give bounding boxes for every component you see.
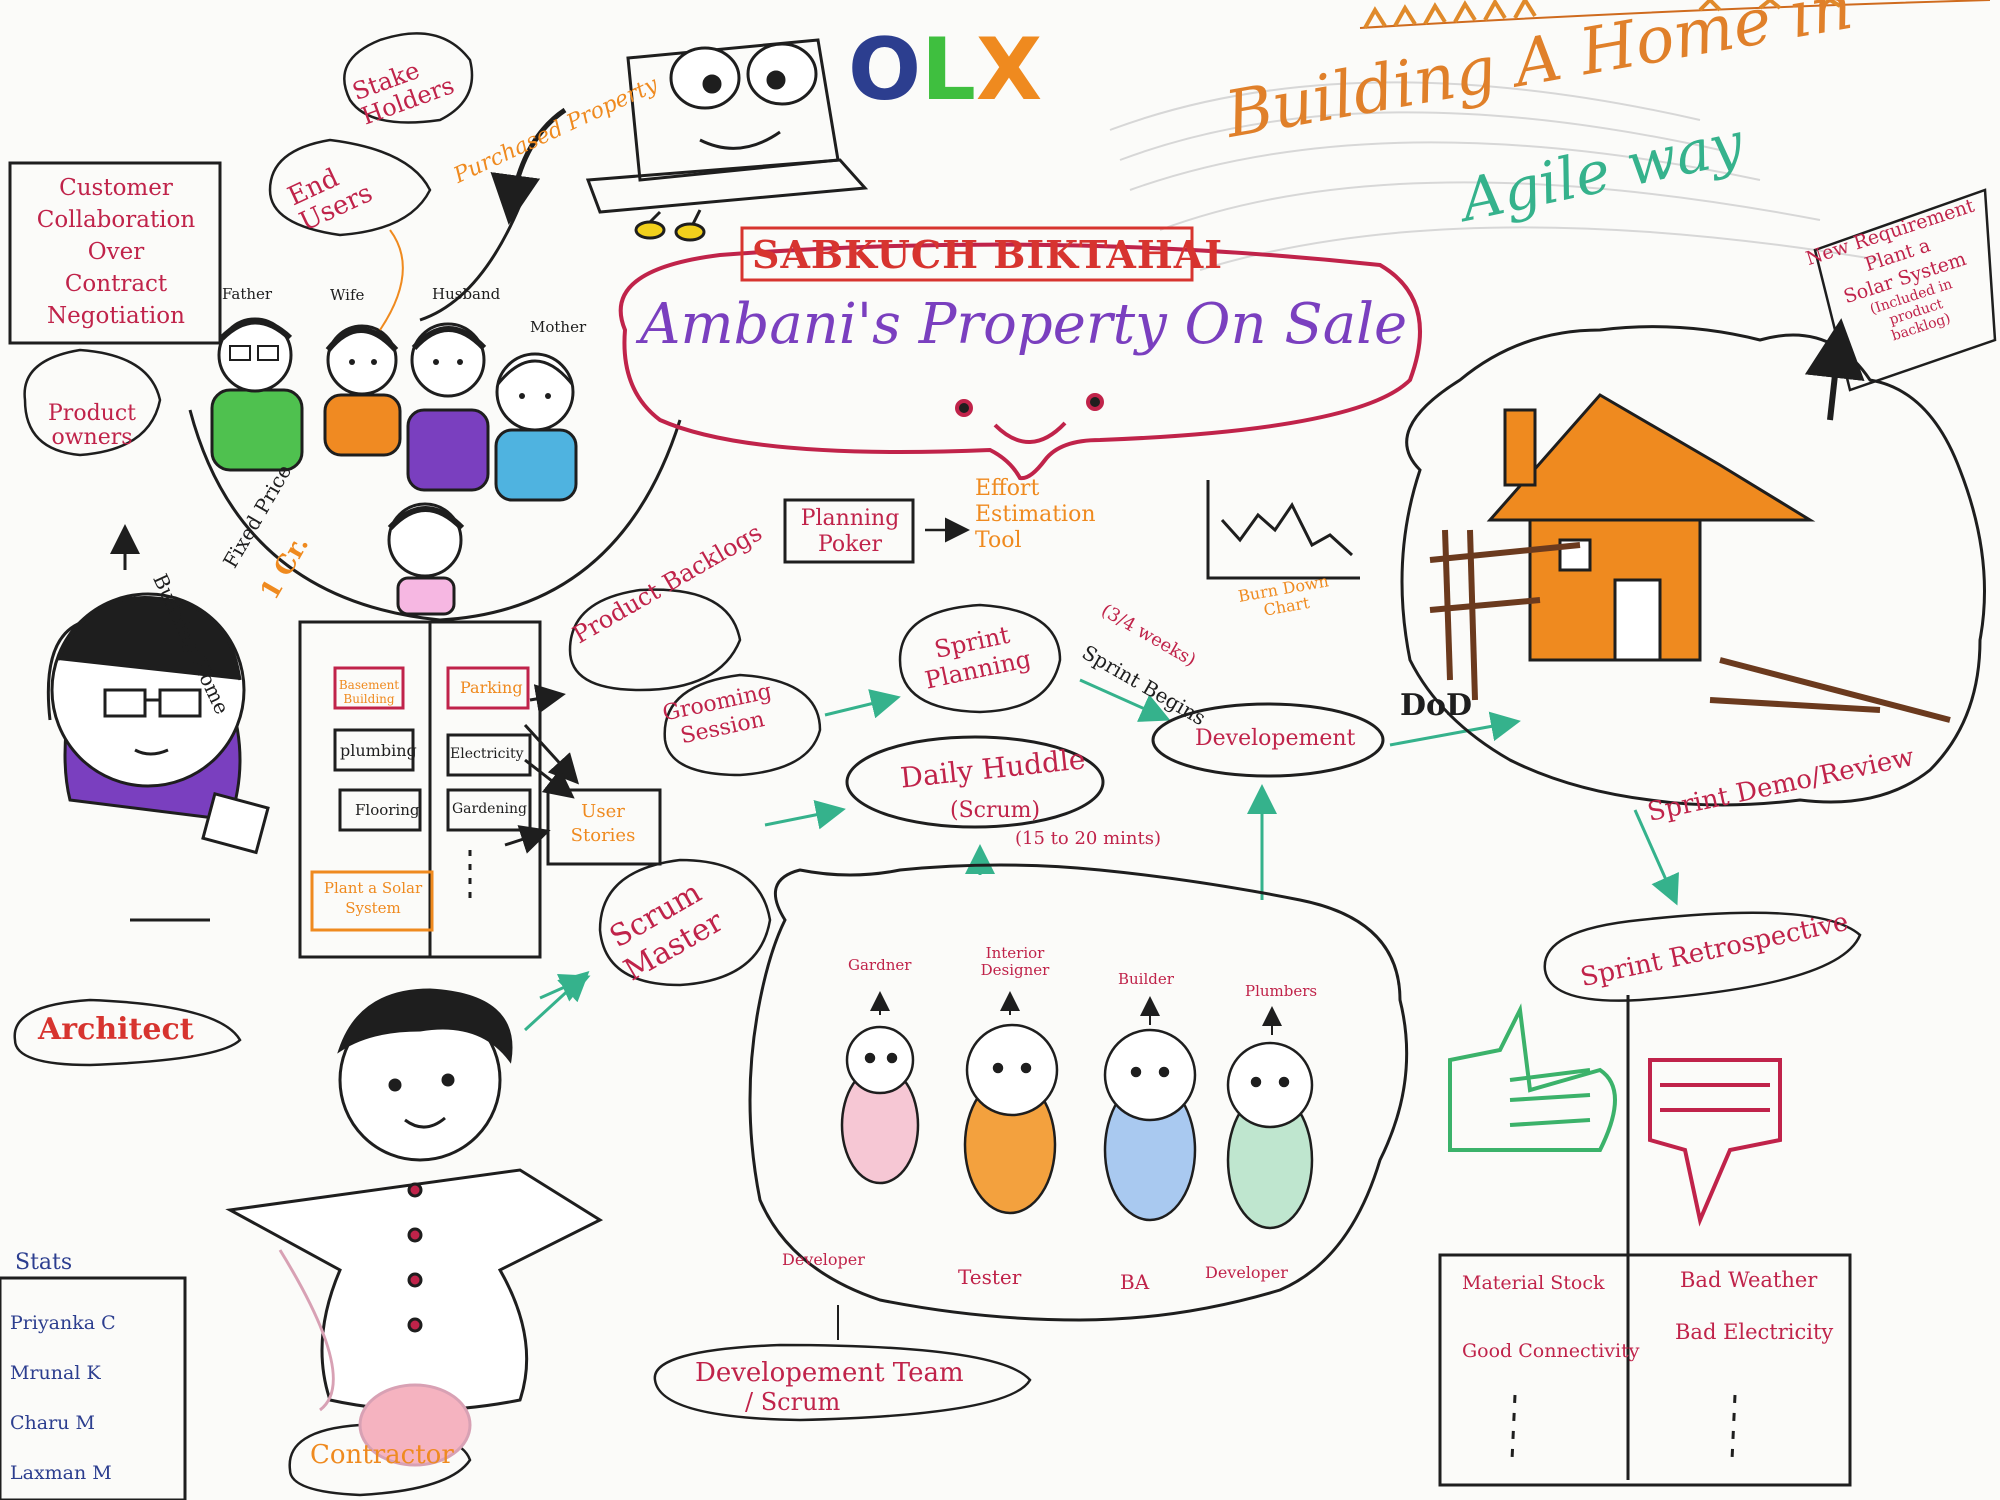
sabkuch-box — [740, 226, 1194, 282]
team-member-label: Developer — [782, 1250, 865, 1269]
fence-drawing — [1429, 529, 1951, 723]
team-role: Plumbers — [1245, 982, 1318, 1000]
sky-scribble — [1109, 81, 1881, 271]
development-team-label: Developement Team — [695, 1358, 964, 1388]
daily-huddle-bubble — [845, 735, 1105, 829]
huddle-time-label: (15 to 20 mints) — [1015, 828, 1161, 849]
husband-figure — [406, 322, 490, 492]
builder-figure — [1103, 1028, 1197, 1222]
manifesto-text: Customer Collaboration Over Contract Neg… — [16, 172, 216, 332]
stats-list: Priyanka C Mrunal K Charu M Laxman M — [10, 1298, 116, 1498]
backlog-cell: Flooring — [355, 801, 420, 819]
stats-name: Laxman M — [10, 1462, 112, 1484]
contractor-label: Contractor — [310, 1440, 454, 1470]
development-team-sub: / Scrum — [745, 1388, 841, 1416]
olx-o: O — [848, 20, 922, 120]
team-role: Gardner — [848, 956, 912, 974]
product-owners-label: Product owners — [48, 401, 136, 450]
manifesto-line: Contract — [64, 271, 168, 297]
stats-box — [0, 1276, 187, 1500]
thumbs-down-icon — [1648, 1058, 1782, 1227]
manifesto-line: Collaboration — [36, 207, 196, 233]
house-cloud — [1400, 325, 1986, 807]
user-stories-label: User Stories — [570, 801, 636, 846]
stats-name: Charu M — [10, 1412, 95, 1434]
headline-title: Ambani's Property On Sale — [640, 292, 1408, 357]
retro-dashes — [1510, 1394, 1737, 1461]
development-bubble — [1151, 702, 1385, 778]
mother-label: Mother — [530, 318, 587, 336]
husband-label: Husband — [432, 285, 501, 303]
planning-poker-box — [783, 498, 915, 564]
stats-name: Priyanka C — [10, 1312, 116, 1334]
olx-l: L — [921, 20, 976, 120]
backlog-board-frame — [298, 620, 662, 959]
manifesto-line: Negotiation — [47, 303, 185, 329]
misc-arrows — [490, 107, 567, 225]
olx-x: X — [975, 20, 1043, 120]
team-member-label: Tester — [958, 1265, 1022, 1289]
scribble-clouds — [13, 32, 1997, 1497]
team-member-label: Developer — [1205, 1263, 1288, 1282]
planning-poker-label: Planning Poker — [800, 506, 900, 557]
manifesto-line: Over — [87, 239, 145, 265]
wife-label: Wife — [330, 286, 365, 304]
retro-table — [1438, 1253, 1852, 1487]
backlog-cell: Parking — [460, 678, 523, 697]
stats-name: Mrunal K — [10, 1362, 101, 1384]
contractor-figure — [225, 988, 604, 1467]
gardner-figure — [840, 1025, 920, 1185]
father-label: Father — [222, 285, 273, 303]
architect-figure — [46, 592, 270, 922]
backlog-cell: Basement Building — [338, 678, 400, 706]
olx-logo: OLX — [848, 20, 1042, 120]
role-arrows — [870, 991, 1282, 1035]
child-figure — [387, 502, 465, 616]
mother-figure — [494, 352, 578, 502]
burn-down-chart-drawing — [1206, 480, 1360, 580]
team-role: Interior Designer — [980, 944, 1050, 979]
solar-system-cell: Plant a Solar System — [323, 879, 423, 917]
stats-header: Stats — [15, 1250, 73, 1275]
headline-bubble — [618, 242, 1422, 481]
effort-estimation-label: Effort Estimation Tool — [975, 476, 1096, 553]
team-cloud — [748, 863, 1409, 1322]
backlog-cell: Electricity — [450, 746, 524, 762]
backlog-cell: Gardening — [452, 801, 527, 817]
sabkuch-title: SABKUCH BIKTAHAI — [752, 232, 1223, 277]
good-item: Material Stock — [1462, 1272, 1605, 1294]
process-arrows — [539, 678, 1679, 1002]
stakeholder-line — [379, 229, 404, 331]
laptop-drawing — [585, 38, 869, 242]
architect-label: Architect — [38, 1012, 194, 1047]
wife-figure — [323, 324, 402, 457]
interior-designer-figure — [963, 1023, 1059, 1215]
backlog-cell: plumbing — [340, 741, 417, 760]
thumbs-up-icon — [1448, 1003, 1617, 1152]
manifesto-box — [8, 161, 222, 345]
dod-label: DoD — [1400, 688, 1473, 723]
good-item: Good Connectivity — [1462, 1340, 1640, 1362]
backlog-arrows — [504, 684, 580, 854]
team-member-label: BA — [1120, 1270, 1150, 1294]
father-figure — [210, 317, 304, 472]
development-label: Developement — [1195, 726, 1356, 751]
contractor-arrow — [523, 970, 590, 1032]
plumber-figure — [1226, 1041, 1314, 1230]
family-bubble — [188, 204, 682, 622]
manifesto-line: Customer — [59, 175, 173, 201]
team-role: Builder — [1118, 970, 1174, 988]
headline-smile — [955, 393, 1104, 444]
house-drawing — [1486, 393, 1816, 662]
bad-item: Bad Weather — [1680, 1268, 1818, 1292]
new-requirement-arrow — [1804, 318, 1865, 421]
bad-item: Bad Electricity — [1675, 1320, 1834, 1344]
daily-huddle-sub: (Scrum) — [950, 798, 1041, 823]
pennant-banner — [1359, 0, 1991, 29]
